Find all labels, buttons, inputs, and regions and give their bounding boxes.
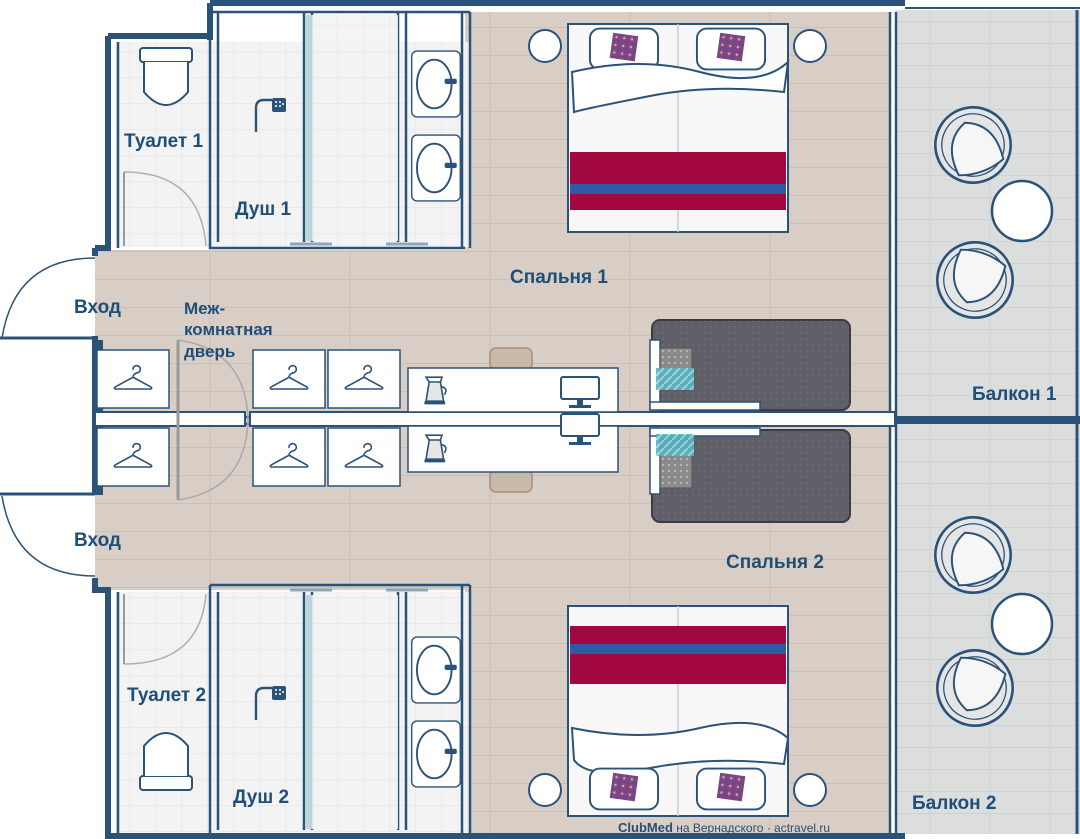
double-bed-1 [528,23,827,233]
double-bed-2 [528,605,827,817]
label-connecting-door-line-3: дверь [184,341,236,361]
balcony-2-furniture [923,505,1054,738]
label-bedroom-1: Спальня 1 [510,267,608,288]
sofa-bed-1 [649,319,851,411]
credit-line: ClubMed на Вернадского · actravel.ru [618,820,830,835]
label-entry-1: Вход [74,297,121,318]
toilet-1-bowl [139,47,193,106]
bathroom-2-floor [115,592,470,834]
label-connecting-door-line-2: комнатная [184,320,273,340]
label-toilet-2: Туалет 2 [127,685,207,706]
sink-2a [410,636,462,704]
label-bedroom-2: Спальня 2 [726,552,824,573]
label-shower-2: Душ 2 [233,787,290,808]
label-connecting-door-line-1: Меж- [184,299,226,318]
desk-2 [407,412,619,493]
label-entry-2: Вход [74,530,121,551]
label-shower-1: Душ 1 [235,199,292,220]
desk-1 [407,347,619,413]
sink-1a [410,50,462,118]
label-connecting-door: Меж- комнатная дверь [184,298,273,362]
sink-1b [410,134,462,202]
wardrobe-1 [96,349,401,409]
credit-text: на Вернадского · actravel.ru [676,821,831,835]
label-balcony-1: Балкон 1 [972,384,1057,405]
label-balcony-2: Балкон 2 [912,793,997,814]
sink-2b [410,720,462,788]
wardrobe-2 [96,427,401,487]
toilet-2-bowl [139,732,193,791]
balcony-1-furniture [923,95,1054,330]
label-toilet-1: Туалет 1 [124,131,204,152]
brand-logo: ClubMed [618,820,673,835]
sofa-bed-2 [649,427,851,523]
